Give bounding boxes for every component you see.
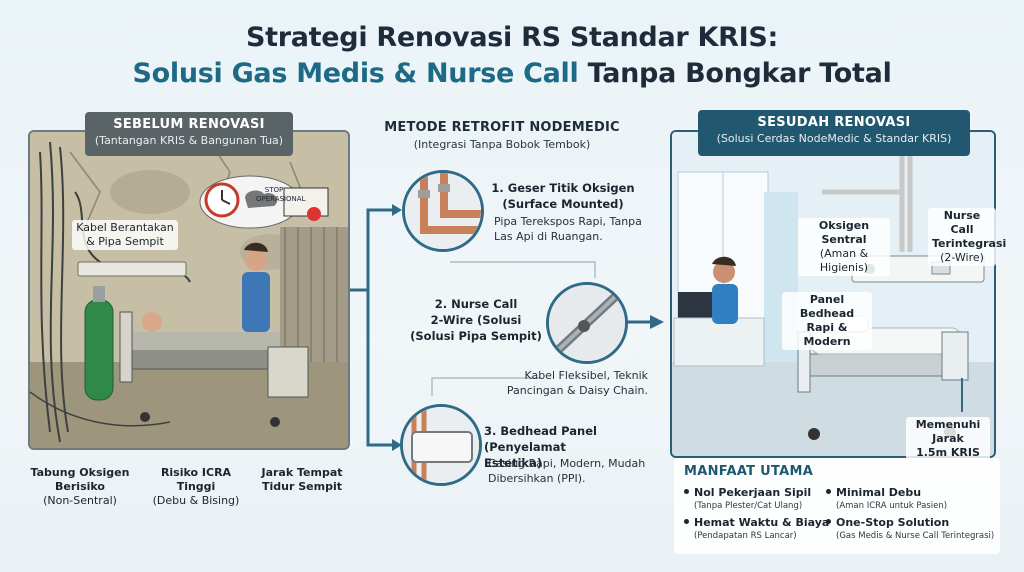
nurse-call-label: Nurse Call Terintegrasi (2-Wire) [928, 208, 1006, 266]
before-icra-label: Risiko ICRA Tinggi (Debu & Bising) [152, 466, 240, 507]
step3-title: 3. Bedhead Panel (Penyelamat Estetika) [484, 424, 597, 470]
step1-desc: Pipa Terekspos Rapi, Tanpa Las Api di Ru… [494, 215, 642, 243]
benefits-title: MANFAAT UTAMA [684, 464, 814, 479]
benefit-item: Minimal Debu (Aman ICRA untuk Pasien) [826, 486, 947, 512]
benefit-item: One-Stop Solution (Gas Medis & Nurse Cal… [826, 516, 994, 542]
after-badge-subtitle: (Solusi Cerdas NodeMedic & Standar KRIS) [716, 132, 952, 145]
benefit-item: Nol Pekerjaan Sipil (Tanpa Plester/Cat U… [684, 486, 811, 512]
before-distance-label: Jarak Tempat Tidur Sempit [261, 466, 343, 493]
step1-pipe-icon [402, 170, 484, 252]
subtitle-highlight: Solusi Gas Medis & Nurse Call [132, 58, 579, 89]
step3-desc: Casing Rapi, Modern, Mudah Dibersihkan (… [488, 457, 646, 485]
benefits-box: MANFAAT UTAMA Nol Pekerjaan Sipil (Tanpa… [674, 458, 1000, 554]
before-badge-subtitle: (Tantangan KRIS & Bangunan Tua) [94, 134, 284, 147]
before-oxygen-label: Tabung Oksigen Berisiko (Non-Sentral) [30, 466, 130, 507]
after-badge-title: SESUDAH RENOVASI [757, 115, 911, 130]
method-subtitle: (Integrasi Tanpa Bobok Tembok) [413, 138, 591, 151]
step2-cable-icon [546, 282, 628, 364]
step2-title: 2. Nurse Call 2-Wire (Solusi (Solusi Pip… [410, 297, 542, 343]
main-subtitle: Solusi Gas Medis & Nurse Call Tanpa Bong… [0, 58, 1024, 89]
before-badge: SEBELUM RENOVASI (Tantangan KRIS & Bangu… [85, 112, 293, 156]
bedhead-panel-label: Panel Bedhead Rapi & Modern [782, 292, 872, 350]
method-title: METODE RETROFIT NODEMEDIC [384, 120, 620, 135]
after-badge: SESUDAH RENOVASI (Solusi Cerdas NodeMedi… [698, 110, 970, 156]
step1-title: 1. Geser Titik Oksigen (Surface Mounted) [491, 181, 635, 211]
stop-sign-text: STOP OPERASIONAL [256, 186, 306, 203]
method-header: METODE RETROFIT NODEMEDIC (Integrasi Tan… [372, 120, 632, 151]
step3-panel-icon [400, 404, 482, 486]
cables-label: Kabel Berantakan & Pipa Sempit [72, 220, 178, 250]
step2-desc: Kabel Fleksibel, Teknik Pancingan & Dais… [506, 369, 648, 397]
distance-kris-label: Memenuhi Jarak 1.5m KRIS [906, 417, 990, 461]
benefit-item: Hemat Waktu & Biaya (Pendapatan RS Lanca… [684, 516, 829, 542]
subtitle-rest: Tanpa Bongkar Total [578, 58, 892, 89]
before-badge-title: SEBELUM RENOVASI [113, 117, 265, 132]
oxygen-central-label: Oksigen Sentral (Aman & Higienis) [798, 218, 890, 276]
main-title: Strategi Renovasi RS Standar KRIS: [245, 22, 778, 53]
